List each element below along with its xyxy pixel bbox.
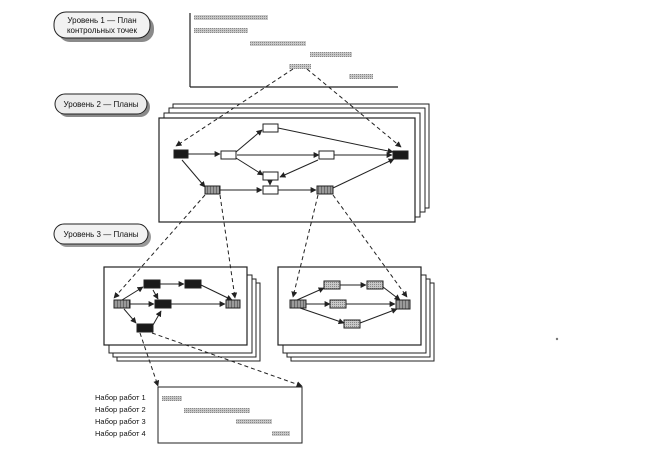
level2-label-bubble: Уровень 2 — Планы [54,93,150,117]
network-node [204,185,221,195]
level2-plan-stack [158,103,430,223]
level3-left-nodes [113,279,241,333]
milestone-bar [194,28,248,33]
network-node [392,150,409,160]
level3-left-network [121,281,233,326]
milestone-bar [349,74,373,79]
network-node [316,185,334,195]
level2-network [181,127,395,193]
network-node [366,280,384,290]
milestone-bar [310,52,352,57]
network-node [184,279,202,289]
level1-label-line2: контрольных точек [67,26,138,35]
level3-label: Уровень 3 — Планы [64,230,139,239]
level2-nodes [173,123,409,195]
network-node [289,299,307,309]
level1-to-level2-links [175,68,402,148]
work-set-bar [272,431,290,436]
level3-plan-stack-right [277,266,435,362]
work-set-label: Набор работ 2 [95,405,146,414]
work-set-bar [162,396,182,401]
work-set-labels: Набор работ 1 Набор работ 2 Набор работ … [95,393,146,438]
level3-label-bubble: Уровень 3 — Планы [53,223,151,247]
milestone-bar [250,41,306,46]
network-node [220,150,237,160]
level3-to-worksets-links [139,332,303,388]
milestone-bar [289,64,311,69]
network-node [323,280,341,290]
network-node [113,299,131,309]
network-node [173,149,189,159]
network-node [329,299,347,309]
work-set-bar [184,408,250,413]
network-node [318,150,335,160]
scan-speck [555,337,559,341]
work-set-bar [236,419,272,424]
work-set-label: Набор работ 1 [95,393,146,402]
network-node [395,299,411,310]
work-set-label: Набор работ 4 [95,429,146,438]
level3-plan-stack-left [103,266,261,362]
network-node [262,185,279,195]
network-node [136,323,154,333]
milestone-gantt [189,13,398,88]
network-node [262,123,279,133]
level1-label-bubble: Уровень 1 — План контрольных точек [53,11,154,42]
work-set-gantt [157,386,303,444]
level3-right-network [296,282,401,325]
level2-label: Уровень 2 — Планы [64,100,139,109]
level1-label-line1: Уровень 1 — План [67,16,136,25]
network-node [262,171,279,181]
level2-to-level3-links [113,194,408,299]
network-node [154,299,172,309]
level3-right-nodes [289,280,411,329]
work-set-label: Набор работ 3 [95,417,146,426]
network-node [225,299,241,309]
milestone-bar [194,15,268,20]
network-node [143,279,161,289]
network-node [343,319,361,329]
